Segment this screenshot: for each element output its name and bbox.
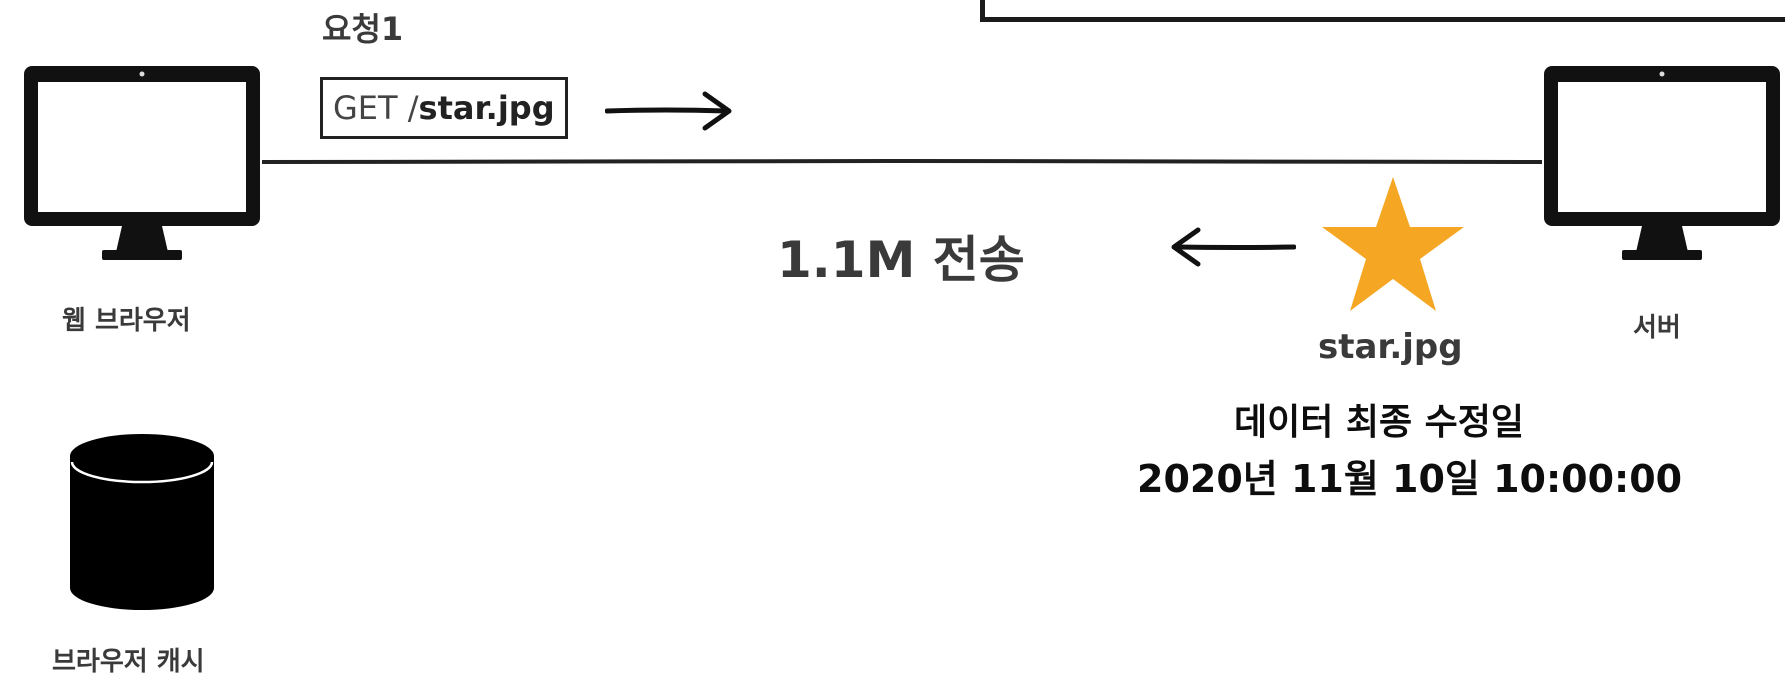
request-path-prefix: / xyxy=(407,89,419,127)
top-partial-box xyxy=(980,0,1785,22)
last-modified-date: 2020년 11월 10일 10:00:00 xyxy=(1137,457,1683,501)
database-cylinder-icon xyxy=(70,434,214,610)
client-label: 웹 브라우저 xyxy=(62,306,191,336)
star-icon xyxy=(1322,177,1464,311)
server-monitor-icon xyxy=(1542,64,1782,264)
file-name-label: star.jpg xyxy=(1318,327,1463,367)
client-monitor-icon xyxy=(22,64,262,264)
request-box: GET / star.jpg xyxy=(320,77,568,139)
arrow-left-icon xyxy=(1171,227,1296,267)
connection-line xyxy=(262,159,1542,164)
request-path: star.jpg xyxy=(418,89,555,127)
browser-cache-label: 브라우저 캐시 xyxy=(52,647,205,677)
request-method: GET xyxy=(333,89,398,127)
last-modified-title: 데이터 최종 수정일 xyxy=(1234,402,1525,443)
request-title: 요청1 xyxy=(322,10,404,48)
transfer-size-label: 1.1M 전송 xyxy=(777,231,1025,289)
arrow-right-icon xyxy=(605,91,732,131)
server-label: 서버 xyxy=(1633,313,1681,343)
